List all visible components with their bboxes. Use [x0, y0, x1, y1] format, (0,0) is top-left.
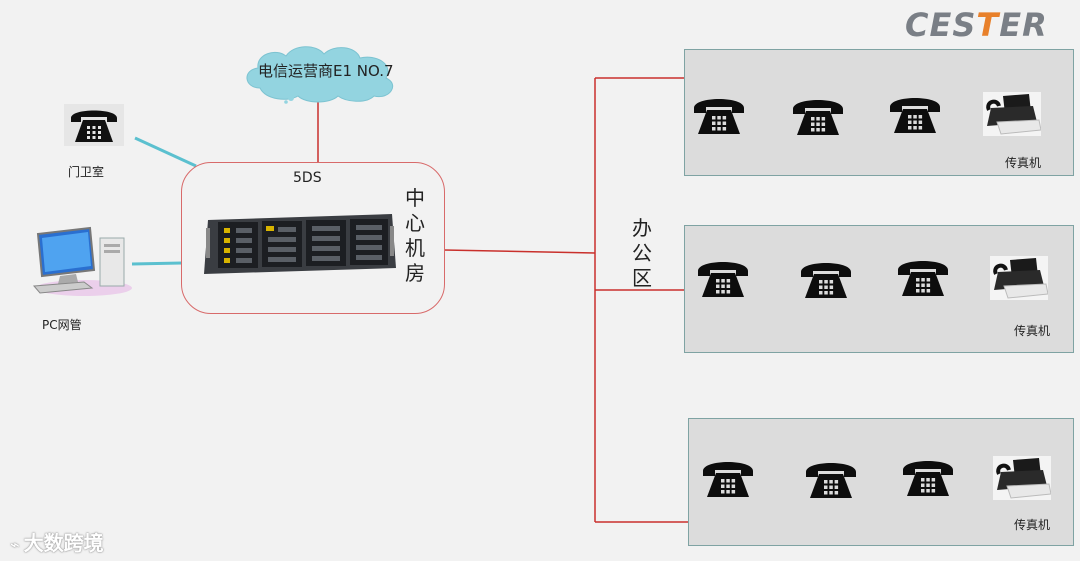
logo-text: CES [905, 6, 977, 44]
pbx-device-icon [204, 214, 396, 274]
logo-text: T [976, 6, 1000, 44]
guard-room-label: 门卫室 [68, 165, 105, 179]
carrier-cloud-label: 电信运营商E1 NO.7 [258, 62, 394, 80]
office-area-char: 公 [632, 241, 652, 265]
center-room-char: 房 [405, 261, 425, 285]
fax-machine-icon [990, 256, 1048, 300]
watermark-text: 大数跨境 [23, 531, 104, 555]
brand-logo: CESTER [905, 6, 1048, 44]
office-area-char: 区 [632, 266, 652, 290]
center-room-char: 机 [405, 236, 425, 260]
telephone-icon [791, 95, 845, 137]
pc-computer-icon [32, 226, 132, 296]
center-room-char: 心 [405, 211, 425, 235]
cloud-icon [246, 46, 394, 104]
fax-label: 传真机 [1014, 518, 1051, 532]
pbx-model-label: 5DS [293, 170, 322, 186]
telephone-icon [696, 257, 750, 299]
logo-text: ER [999, 6, 1048, 44]
telephone-icon [804, 458, 858, 500]
center-trunk-line [443, 249, 596, 254]
office-area-vertical-label: 办 公 区 [632, 216, 652, 291]
fax-machine-icon [983, 92, 1041, 136]
telephone-icon [71, 110, 117, 142]
watermark-logo-icon: ⌁ [10, 535, 20, 554]
center-room-char: 中 [405, 186, 425, 210]
telephone-icon [896, 256, 950, 298]
fax-label: 传真机 [1014, 324, 1051, 338]
telephone-icon [692, 94, 746, 136]
center-room-vertical-label: 中 心 机 房 [405, 186, 425, 286]
fax-machine-icon [993, 456, 1051, 500]
guard-room-link-line [134, 136, 197, 168]
office-area-char: 办 [632, 216, 652, 240]
guard-room-phone [64, 104, 124, 146]
telephone-icon [799, 258, 853, 300]
pc-admin-label: PC网管 [42, 318, 82, 332]
watermark: ⌁大数跨境 [10, 527, 104, 556]
telephone-icon [888, 93, 942, 135]
telephone-icon [901, 456, 955, 498]
fax-label: 传真机 [1005, 156, 1042, 170]
telephone-icon [701, 457, 755, 499]
pc-link-line [131, 261, 183, 266]
